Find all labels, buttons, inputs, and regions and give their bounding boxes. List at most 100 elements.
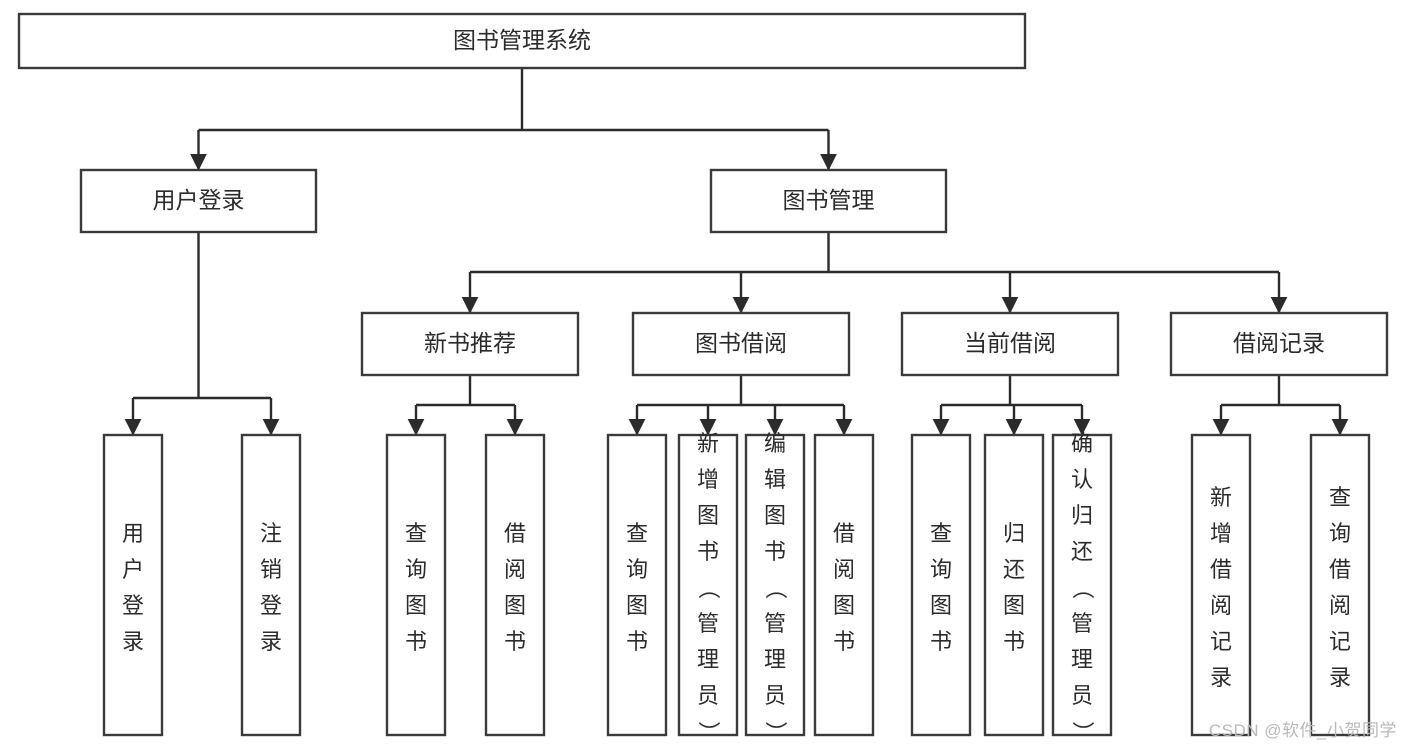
node-label-leaf-query-book-current: 书 [930, 629, 952, 654]
node-box-current-borrow [900, 311, 1120, 377]
node-label-leaf-confirm-return-admin: 理 [1071, 647, 1093, 672]
node-label-leaf-user-login: 录 [122, 629, 144, 654]
node-box-leaf-query-book-recommend [385, 433, 447, 737]
node-box-leaf-borrow-book-recommend [484, 433, 546, 737]
node-label-leaf-query-borrow-record: 记 [1329, 629, 1351, 654]
node-label-leaf-edit-book-admin: 员 [764, 683, 786, 708]
node-label-leaf-confirm-return-admin: 管 [1071, 611, 1093, 636]
node-box-leaf-edit-book-admin [744, 433, 806, 737]
nodes-layer: 图书管理系统用户登录图书管理新书推荐图书借阅当前借阅借阅记录用户登录注销登录查询… [17, 12, 1389, 743]
node-label-leaf-edit-book-admin: 管 [764, 611, 786, 636]
node-label-leaf-add-book-admin: 员 [697, 683, 719, 708]
node-label-leaf-add-book-admin: 增 [697, 467, 719, 492]
node-label-borrow-record: 借阅记录 [1233, 330, 1325, 356]
node-label-leaf-confirm-return-admin: ） [1070, 721, 1095, 743]
node-label-leaf-borrow-book-recommend: 书 [504, 629, 526, 654]
node-label-root: 图书管理系统 [453, 27, 591, 53]
node-label-leaf-confirm-return-admin: 确 [1071, 431, 1093, 456]
node-label-leaf-confirm-return-admin: （ [1070, 577, 1095, 599]
node-label-leaf-logout-login: 登 [260, 593, 282, 618]
node-borrow-record[interactable]: 借阅记录 [1169, 311, 1389, 377]
node-label-book-borrow: 图书借阅 [695, 330, 787, 356]
node-label-leaf-add-borrow-record: 新 [1210, 485, 1232, 510]
node-label-leaf-query-book-current: 询 [930, 557, 952, 582]
node-label-leaf-logout-login: 录 [260, 629, 282, 654]
node-label-leaf-borrow-book-recommend: 图 [504, 593, 526, 618]
node-label-leaf-query-book-recommend: 询 [405, 557, 427, 582]
node-label-leaf-return-book: 书 [1003, 629, 1025, 654]
node-label-leaf-add-borrow-record: 录 [1210, 665, 1232, 690]
node-label-leaf-borrow-book: 阅 [833, 557, 855, 582]
node-label-leaf-query-borrow-record: 询 [1329, 521, 1351, 546]
node-label-leaf-borrow-book: 图 [833, 593, 855, 618]
node-user-login[interactable]: 用户登录 [79, 168, 318, 234]
node-label-leaf-edit-book-admin: 编 [764, 431, 786, 456]
node-label-leaf-user-login: 用 [122, 521, 144, 546]
node-box-root [17, 12, 1027, 70]
node-label-leaf-borrow-book-recommend: 阅 [504, 557, 526, 582]
node-box-leaf-logout-login [240, 433, 302, 737]
node-label-leaf-add-book-admin: 管 [697, 611, 719, 636]
node-label-leaf-logout-login: 注 [260, 521, 282, 546]
node-box-new-book-recommend [360, 311, 580, 377]
node-label-leaf-edit-book-admin: （ [763, 577, 788, 599]
node-label-leaf-edit-book-admin: 理 [764, 647, 786, 672]
node-box-leaf-borrow-book [813, 433, 875, 737]
node-box-leaf-return-book [983, 433, 1045, 737]
node-label-leaf-return-book: 图 [1003, 593, 1025, 618]
node-label-leaf-add-borrow-record: 阅 [1210, 593, 1232, 618]
node-label-new-book-recommend: 新书推荐 [424, 330, 516, 356]
node-label-leaf-query-book-borrow: 图 [626, 593, 648, 618]
node-box-leaf-add-book-admin [677, 433, 739, 737]
node-label-leaf-add-borrow-record: 增 [1210, 521, 1232, 546]
node-label-leaf-query-book-borrow: 查 [626, 521, 648, 546]
node-root[interactable]: 图书管理系统 [17, 12, 1027, 70]
node-label-leaf-confirm-return-admin: 归 [1071, 503, 1093, 528]
node-current-borrow[interactable]: 当前借阅 [900, 311, 1120, 377]
node-label-book-management: 图书管理 [783, 187, 875, 213]
node-label-leaf-add-book-admin: 理 [697, 647, 719, 672]
node-box-borrow-record [1169, 311, 1389, 377]
node-label-leaf-query-book-recommend: 查 [405, 521, 427, 546]
node-label-leaf-query-borrow-record: 借 [1329, 557, 1351, 582]
node-label-leaf-add-book-admin: 书 [697, 539, 719, 564]
node-label-leaf-confirm-return-admin: 员 [1071, 683, 1093, 708]
node-label-leaf-add-book-admin: ） [696, 721, 721, 743]
node-box-leaf-query-borrow-record [1309, 433, 1371, 737]
node-label-leaf-edit-book-admin: 辑 [764, 467, 786, 492]
node-book-borrow[interactable]: 图书借阅 [631, 311, 851, 377]
node-label-leaf-query-book-current: 图 [930, 593, 952, 618]
node-label-leaf-logout-login: 销 [260, 557, 282, 582]
node-label-leaf-query-borrow-record: 阅 [1329, 593, 1351, 618]
node-label-user-login: 用户登录 [153, 187, 245, 213]
node-label-leaf-add-book-admin: 新 [697, 431, 719, 456]
node-label-leaf-query-book-borrow: 询 [626, 557, 648, 582]
node-leaf-user-login[interactable]: 用户登录 [102, 433, 164, 737]
node-box-user-login [79, 168, 318, 234]
node-label-leaf-edit-book-admin: 书 [764, 539, 786, 564]
node-box-leaf-confirm-return-admin [1051, 433, 1113, 737]
node-label-leaf-query-borrow-record: 查 [1329, 485, 1351, 510]
node-label-leaf-add-borrow-record: 记 [1210, 629, 1232, 654]
node-box-book-borrow [631, 311, 851, 377]
node-label-leaf-confirm-return-admin: 认 [1071, 467, 1093, 492]
node-box-leaf-query-book-current [910, 433, 972, 737]
node-label-leaf-query-borrow-record: 录 [1329, 665, 1351, 690]
node-book-management[interactable]: 图书管理 [709, 168, 948, 234]
node-new-book-recommend[interactable]: 新书推荐 [360, 311, 580, 377]
node-label-leaf-query-book-recommend: 书 [405, 629, 427, 654]
